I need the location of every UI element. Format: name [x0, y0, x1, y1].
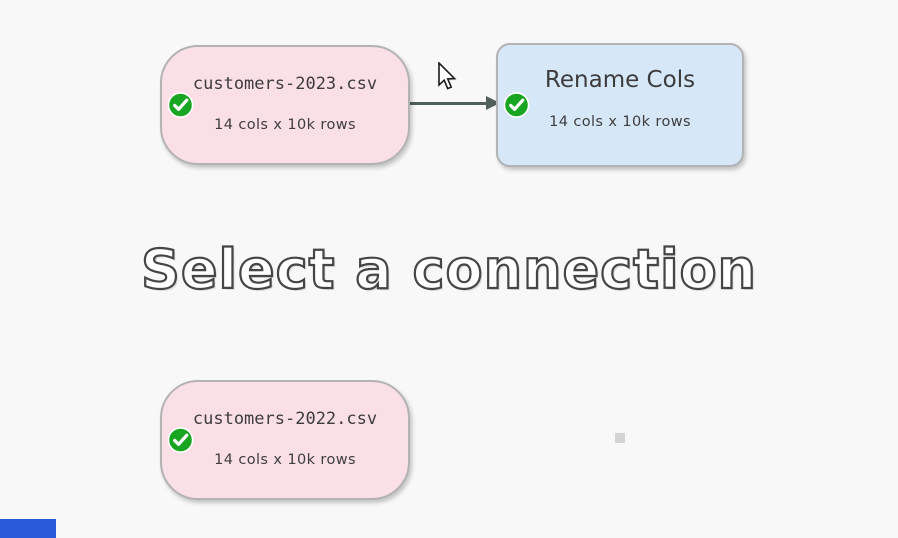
green-check-icon [167, 92, 194, 119]
node-customers-2022[interactable]: customers-2022.csv 14 cols x 10k rows [160, 380, 410, 500]
node-rename-cols[interactable]: Rename Cols 14 cols x 10k rows [496, 43, 744, 167]
node-title: customers-2023.csv [192, 74, 378, 94]
node-title: Rename Cols [544, 67, 696, 93]
canvas-hint-text: Select a connection [140, 237, 758, 302]
green-check-icon [167, 427, 194, 454]
node-size-label: 14 cols x 10k rows [549, 114, 691, 130]
node-size-label: 14 cols x 10k rows [214, 452, 356, 468]
mouse-cursor-icon [438, 62, 457, 90]
node-customers-2023[interactable]: customers-2023.csv 14 cols x 10k rows [160, 45, 410, 165]
node-size-label: 14 cols x 10k rows [214, 117, 356, 133]
node-title: customers-2022.csv [192, 409, 378, 429]
small-gray-square [615, 433, 625, 443]
bottom-left-blue-mark [0, 519, 56, 538]
connection-line-segment[interactable] [410, 102, 488, 105]
green-check-icon [503, 92, 530, 119]
